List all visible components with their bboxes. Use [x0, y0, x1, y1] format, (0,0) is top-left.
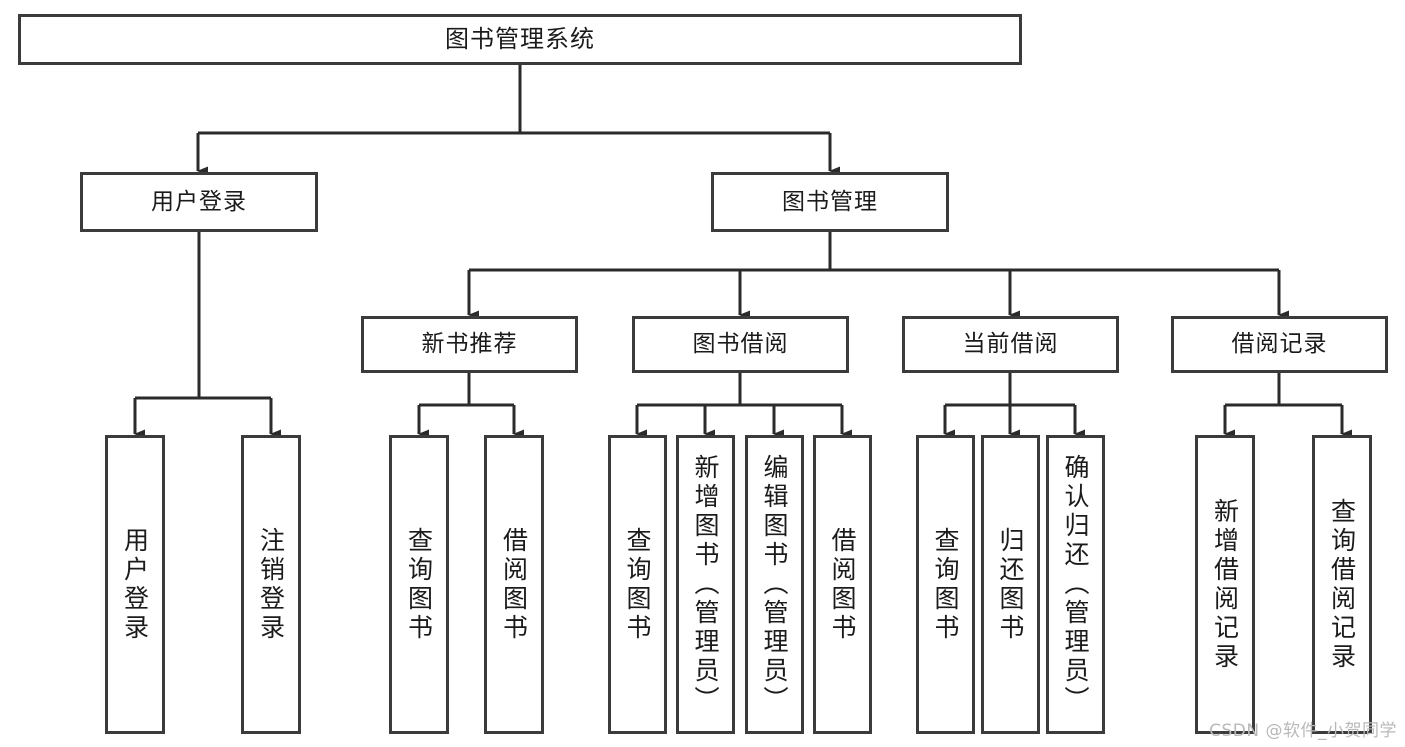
level3-node-2[interactable]: 当前借阅 [902, 316, 1119, 373]
leaf-node-2-label: 查询图书 [404, 526, 434, 643]
leaf-node-10[interactable]: 确认归还（管理员） [1046, 435, 1105, 734]
leaf-node-11[interactable]: 新增借阅记录 [1195, 435, 1255, 734]
leaf-node-1-label: 注销登录 [256, 526, 286, 643]
leaf-node-10-label: 确认归还（管理员） [1061, 454, 1090, 715]
leaf-node-7[interactable]: 借阅图书 [813, 435, 872, 734]
leaf-node-5-label: 新增图书（管理员） [691, 454, 720, 715]
leaf-node-12[interactable]: 查询借阅记录 [1312, 435, 1372, 734]
leaf-node-4-label: 查询图书 [623, 526, 652, 643]
level3-node-3-label: 借阅记录 [1231, 331, 1328, 358]
leaf-node-9-label: 归还图书 [996, 526, 1025, 643]
leaf-node-12-label: 查询借阅记录 [1327, 497, 1357, 672]
leaf-node-3-label: 借阅图书 [499, 526, 529, 643]
leaf-node-4[interactable]: 查询图书 [608, 435, 667, 734]
root-node-0[interactable]: 图书管理系统 [18, 14, 1022, 65]
level2-node-0[interactable]: 用户登录 [80, 172, 318, 232]
leaf-node-6-label: 编辑图书（管理员） [760, 454, 789, 715]
leaf-node-3[interactable]: 借阅图书 [484, 435, 544, 734]
root-node-0-label: 图书管理系统 [445, 24, 595, 53]
level2-node-0-label: 用户登录 [151, 188, 247, 215]
level2-node-1-label: 图书管理 [782, 188, 878, 215]
leaf-node-8[interactable]: 查询图书 [916, 435, 975, 734]
leaf-node-1[interactable]: 注销登录 [241, 435, 301, 734]
level2-node-1[interactable]: 图书管理 [711, 172, 949, 232]
leaf-node-9[interactable]: 归还图书 [981, 435, 1040, 734]
leaf-node-11-label: 新增借阅记录 [1210, 497, 1240, 672]
level3-node-0-label: 新书推荐 [421, 331, 518, 358]
level3-node-1[interactable]: 图书借阅 [632, 316, 849, 373]
watermark-label: CSDN @软件_小贺同学 [1209, 721, 1397, 741]
level3-node-0[interactable]: 新书推荐 [361, 316, 578, 373]
leaf-node-7-label: 借阅图书 [828, 526, 857, 643]
leaf-node-5[interactable]: 新增图书（管理员） [676, 435, 735, 734]
level3-node-3[interactable]: 借阅记录 [1171, 316, 1388, 373]
leaf-node-0-label: 用户登录 [120, 526, 150, 643]
level3-node-1-label: 图书借阅 [692, 331, 789, 358]
leaf-node-8-label: 查询图书 [931, 526, 960, 643]
tree-connectors [133, 65, 1352, 439]
leaf-node-0[interactable]: 用户登录 [105, 435, 165, 734]
leaf-node-6[interactable]: 编辑图书（管理员） [745, 435, 804, 734]
leaf-node-2[interactable]: 查询图书 [389, 435, 449, 734]
level3-node-2-label: 当前借阅 [962, 331, 1059, 358]
